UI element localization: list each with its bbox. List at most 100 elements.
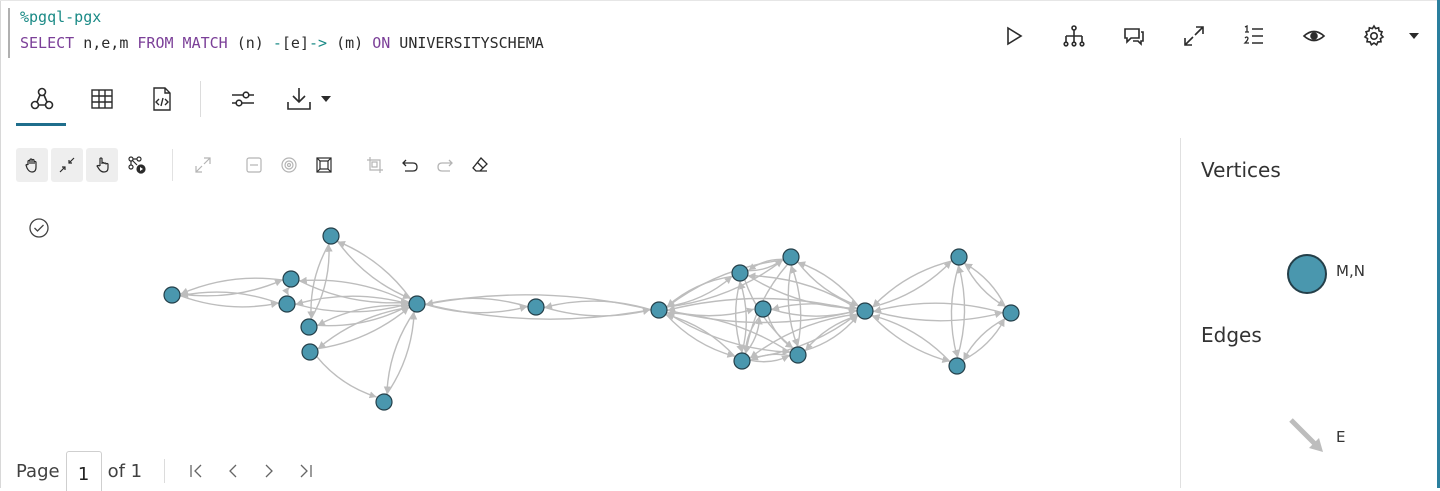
pan-tool-button[interactable] <box>16 148 48 182</box>
graph-edge[interactable] <box>804 314 859 351</box>
drop-vertex-button[interactable] <box>308 148 340 182</box>
graph-edge[interactable] <box>316 356 377 399</box>
graph-vertex[interactable] <box>527 298 545 316</box>
tab-table[interactable] <box>76 74 128 124</box>
graph-edge[interactable] <box>963 262 1006 308</box>
graph-vertex[interactable] <box>782 248 800 266</box>
graph-edge[interactable] <box>317 304 410 326</box>
graph-edge[interactable] <box>337 240 412 300</box>
graph-edge[interactable] <box>336 240 411 300</box>
graph-edge[interactable] <box>180 277 284 295</box>
visibility-button[interactable] <box>1284 19 1344 53</box>
redo-button[interactable] <box>429 148 461 182</box>
graph-edge[interactable] <box>385 312 418 395</box>
graph-edge[interactable] <box>962 317 1006 361</box>
graph-edge[interactable] <box>666 275 733 307</box>
graph-edge[interactable] <box>767 315 793 349</box>
graph-edge[interactable] <box>307 243 330 319</box>
graph-edge[interactable] <box>666 259 784 308</box>
group-button[interactable] <box>359 148 391 182</box>
graph-vertex[interactable] <box>282 270 300 288</box>
graph-edge[interactable] <box>179 294 279 309</box>
graph-vertex[interactable] <box>950 248 968 266</box>
graph-edge[interactable] <box>798 261 860 307</box>
graph-edge[interactable] <box>873 302 1004 314</box>
graph-vertex[interactable] <box>789 346 807 364</box>
graph-edge[interactable] <box>383 311 416 394</box>
graph-edge[interactable] <box>872 310 1003 322</box>
vertex-legend-swatch[interactable] <box>1287 254 1327 294</box>
graph-edge[interactable] <box>425 297 529 308</box>
graph-vertex[interactable] <box>856 302 874 320</box>
graph-edge[interactable] <box>871 314 950 363</box>
graph-edge[interactable] <box>739 281 748 354</box>
graph-canvas[interactable] <box>0 200 1170 430</box>
graph-edge[interactable] <box>964 262 1007 308</box>
fit-to-screen-button[interactable] <box>51 148 83 182</box>
graph-edge[interactable] <box>317 306 410 349</box>
graph-edge[interactable] <box>316 305 409 327</box>
graph-vertex[interactable] <box>731 264 749 282</box>
graph-vertex[interactable] <box>948 357 966 375</box>
graph-edge[interactable] <box>771 303 858 312</box>
download-button[interactable] <box>277 74 341 124</box>
graph-settings-button[interactable] <box>217 74 269 124</box>
graph-edge[interactable] <box>734 280 743 353</box>
graph-edge[interactable] <box>749 355 790 363</box>
expand-neighbors-button[interactable] <box>121 148 153 182</box>
graph-edge[interactable] <box>872 314 951 363</box>
graph-edge[interactable] <box>665 313 735 358</box>
graph-edge[interactable] <box>295 295 410 306</box>
graph-edge[interactable] <box>770 308 857 317</box>
code-editor[interactable]: %pgql-pgx SELECT n,e,m FROM MATCH (n) -[… <box>8 6 908 58</box>
tab-graph[interactable] <box>16 74 68 126</box>
interpreter-line[interactable]: %pgql-pgx <box>20 8 102 26</box>
settings-button[interactable] <box>1344 19 1404 53</box>
graph-edge[interactable] <box>666 311 790 356</box>
first-page-button[interactable] <box>179 456 215 486</box>
tab-code[interactable] <box>136 74 188 124</box>
graph-vertex[interactable] <box>278 295 296 313</box>
graph-vertex[interactable] <box>375 393 393 411</box>
graph-edge[interactable] <box>543 306 651 317</box>
graph-edge[interactable] <box>666 307 755 317</box>
prev-page-button[interactable] <box>215 456 251 486</box>
graph-vertex[interactable] <box>733 352 751 370</box>
hierarchy-button[interactable] <box>1044 19 1104 53</box>
graph-edge[interactable] <box>956 265 966 359</box>
graph-vertex[interactable] <box>322 227 340 245</box>
graph-vertex[interactable] <box>163 286 181 304</box>
graph-edge[interactable] <box>871 260 952 308</box>
graph-edge[interactable] <box>282 286 291 296</box>
run-button[interactable] <box>984 19 1044 53</box>
numbered-list-button[interactable] <box>1224 19 1284 53</box>
select-tool-button[interactable] <box>86 148 118 182</box>
graph-edge[interactable] <box>747 259 783 272</box>
graph-edge[interactable] <box>796 261 858 307</box>
next-page-button[interactable] <box>251 456 287 486</box>
graph-vertex[interactable] <box>754 300 772 318</box>
graph-edge[interactable] <box>804 315 859 352</box>
graph-edge[interactable] <box>749 313 858 359</box>
expand-button[interactable] <box>1164 19 1224 53</box>
settings-dropdown-button[interactable] <box>1404 19 1424 53</box>
edge-legend-arrow-icon[interactable] <box>1287 416 1327 456</box>
undo-button[interactable] <box>394 148 426 182</box>
graph-edge[interactable] <box>962 318 1006 362</box>
collapse-node-button[interactable] <box>238 148 270 182</box>
focus-button[interactable] <box>273 148 305 182</box>
page-input[interactable]: 1 <box>65 451 102 491</box>
graph-vertex[interactable] <box>408 295 426 313</box>
graph-edge[interactable] <box>666 276 733 308</box>
last-page-button[interactable] <box>287 456 323 486</box>
graph-edge[interactable] <box>424 303 528 314</box>
graph-edge[interactable] <box>744 317 763 355</box>
graph-edge[interactable] <box>950 264 960 358</box>
graph-edge[interactable] <box>748 258 784 271</box>
graph-edge[interactable] <box>544 300 652 311</box>
graph-edge[interactable] <box>179 279 283 297</box>
graph-edge[interactable] <box>299 276 410 304</box>
reset-button[interactable] <box>464 148 496 182</box>
graph-vertex[interactable] <box>301 343 319 361</box>
graph-edge[interactable] <box>790 265 802 348</box>
